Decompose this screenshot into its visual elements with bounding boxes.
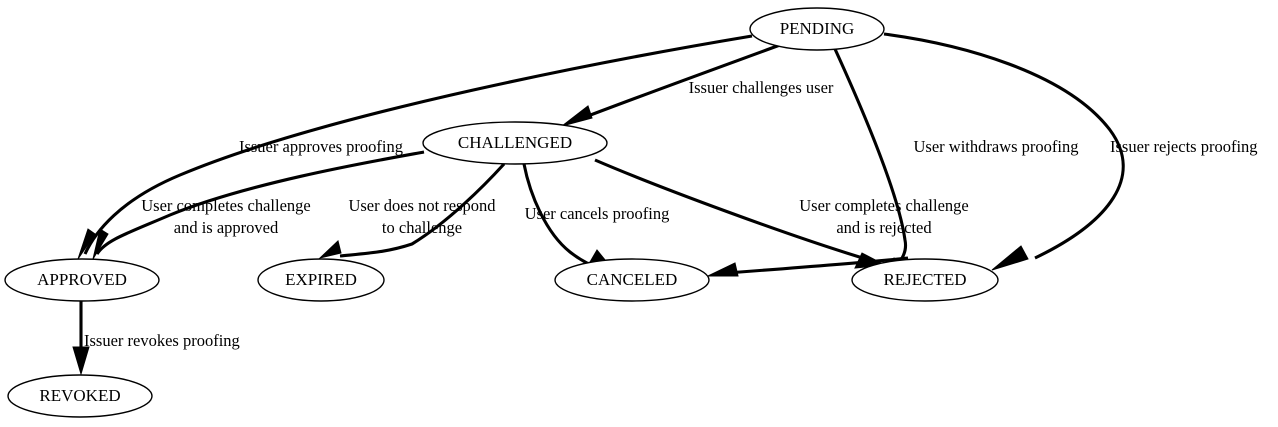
node-rejected[interactable]: REJECTED — [851, 258, 999, 302]
edge-pending-challenged-path — [579, 43, 781, 121]
edge-challenged-expired-arrowhead — [318, 240, 342, 259]
edge-pending-challenged-arrowhead — [561, 105, 593, 127]
edges-layer — [72, 32, 1125, 376]
edge-label-challenged-approved-line1: User completes challenge — [141, 196, 311, 215]
edge-label-pending-rejected: Issuer rejects proofing — [1110, 137, 1258, 156]
edge-pending-canceled[interactable] — [833, 48, 908, 279]
node-revoked-ellipse — [7, 374, 153, 418]
edge-pending-rejected-arrowhead — [991, 245, 1029, 271]
edge-label-challenged-canceled: User cancels proofing — [525, 204, 670, 223]
edge-challenged-rejected-path — [594, 158, 867, 261]
edge-label-pending-canceled: User withdraws proofing — [914, 137, 1079, 156]
node-pending-label: PENDING — [780, 19, 855, 38]
edge-pending-canceled-path — [833, 48, 908, 275]
edge-label-pending-challenged: Issuer challenges user — [689, 78, 834, 97]
edge-rejected-canceled-path — [726, 256, 909, 275]
edge-label-challenged-approved-line2: and is approved — [174, 218, 279, 237]
edge-pending-rejected[interactable] — [883, 32, 1125, 271]
node-pending-ellipse — [749, 7, 885, 51]
node-rejected-ellipse — [851, 258, 999, 302]
node-canceled[interactable]: CANCELED — [554, 258, 710, 302]
edge-challenged-expired[interactable] — [318, 162, 506, 259]
edge-challenged-approved-arrowhead — [92, 228, 109, 260]
node-pending[interactable]: PENDING — [749, 7, 885, 51]
node-canceled-ellipse — [554, 258, 710, 302]
edge-pending-approved-arrowhead — [77, 228, 96, 260]
node-revoked-label: REVOKED — [39, 386, 120, 405]
node-approved-ellipse — [4, 258, 160, 302]
node-revoked[interactable]: REVOKED — [7, 374, 153, 418]
node-expired-label: EXPIRED — [285, 270, 357, 289]
edge-pending-challenged[interactable] — [561, 43, 781, 127]
nodes-layer: PENDING CHALLENGED APPROVED EXPIRED CANC… — [4, 7, 999, 418]
node-canceled-label: CANCELED — [587, 270, 678, 289]
node-challenged-label: CHALLENGED — [458, 133, 572, 152]
edge-challenged-approved[interactable] — [92, 150, 425, 260]
edge-challenged-approved-path — [95, 150, 425, 255]
node-challenged-ellipse — [422, 121, 608, 165]
node-expired-ellipse — [257, 258, 385, 302]
edge-rejected-canceled-arrowhead — [707, 262, 739, 277]
edge-approved-revoked-arrowhead — [72, 346, 90, 376]
edge-label-challenged-approved: User completes challenge and is approved — [141, 196, 311, 237]
edge-label-challenged-expired-line2: to challenge — [382, 218, 462, 237]
edge-label-challenged-expired: User does not respond to challenge — [348, 196, 496, 237]
edge-rejected-canceled[interactable] — [707, 256, 909, 277]
edge-label-challenged-expired-line1: User does not respond — [348, 196, 496, 215]
edge-pending-approved[interactable] — [77, 34, 753, 260]
edge-pending-rejected-path — [883, 32, 1125, 260]
node-approved-label: APPROVED — [37, 270, 127, 289]
edge-approved-revoked[interactable] — [72, 301, 90, 376]
edge-label-approved-revoked: Issuer revokes proofing — [84, 331, 240, 350]
node-challenged[interactable]: CHALLENGED — [422, 121, 608, 165]
edge-label-pending-approved: Issuer approves proofing — [239, 137, 403, 156]
edge-challenged-expired-path — [339, 162, 506, 258]
edge-label-challenged-rejected-line2: and is rejected — [836, 218, 932, 237]
edge-labels-layer: Issuer approves proofing Issuer challeng… — [84, 78, 1258, 350]
edge-pending-approved-path — [83, 34, 753, 255]
node-approved[interactable]: APPROVED — [4, 258, 160, 302]
node-rejected-label: REJECTED — [883, 270, 966, 289]
edge-label-challenged-rejected-line1: User completes challenge — [799, 196, 969, 215]
node-expired[interactable]: EXPIRED — [257, 258, 385, 302]
edge-label-challenged-rejected: User completes challenge and is rejected — [799, 196, 969, 237]
